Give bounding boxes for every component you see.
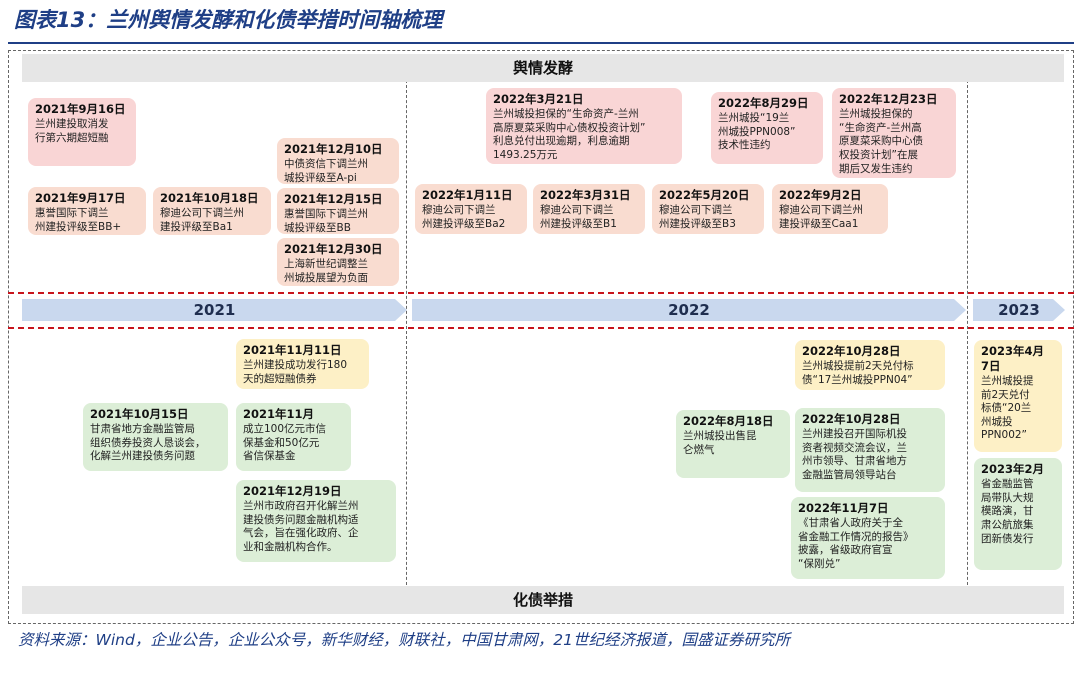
event-text: 省金融监管 局带队大规 模路演，甘 肃公航旅集 团新债发行 bbox=[981, 477, 1034, 545]
event-text: 《甘肃省人政府关于全 省金融工作情况的报告》 披露，省级政府官宣 “保刚兑” bbox=[798, 516, 914, 570]
event-card: 2021年12月30日 上海新世纪调整兰 州城投展望为负面 bbox=[277, 238, 399, 286]
event-date: 2021年10月15日 bbox=[90, 407, 189, 421]
event-text: 穆迪公司下调兰 州建投评级至B1 bbox=[540, 203, 617, 230]
event-card: 2021年11月 成立100亿元市信 保基金和50亿元 省信保基金 bbox=[236, 403, 351, 471]
event-date: 2022年11月7日 bbox=[798, 501, 889, 515]
event-card: 2022年12月23日 兰州城投担保的 “生命资产-兰州高 原夏菜采购中心债 权… bbox=[832, 88, 956, 178]
event-text: 兰州城投担保的“生命资产-兰州 高原夏菜采购中心债权投资计划” 利息兑付出现逾期… bbox=[493, 107, 646, 161]
event-text: 兰州城投提前2天兑付标 债“17兰州城投PPN04” bbox=[802, 359, 914, 386]
event-date: 2023年2月 bbox=[981, 462, 1045, 476]
event-date: 2021年12月30日 bbox=[284, 242, 383, 256]
event-date: 2022年5月20日 bbox=[659, 188, 750, 202]
source-note: 资料来源：Wind，企业公告，企业公众号，新华财经，财联社，中国甘肃网，21世纪… bbox=[18, 631, 791, 649]
event-card: 2022年9月2日 穆迪公司下调兰州 建投评级至Caa1 bbox=[772, 184, 888, 234]
year-arrow-2023: 2023 bbox=[973, 299, 1065, 321]
event-date: 2022年8月29日 bbox=[718, 96, 809, 110]
event-date: 2022年8月18日 bbox=[683, 414, 774, 428]
event-card: 2023年4月 7日 兰州城投提 前2天兑付 标债“20兰 州城投 PPN002… bbox=[974, 340, 1062, 452]
event-card: 2022年5月20日 穆迪公司下调兰 州建投评级至B3 bbox=[652, 184, 764, 234]
event-text: 穆迪公司下调兰 州建投评级至B3 bbox=[659, 203, 736, 230]
event-text: 成立100亿元市信 保基金和50亿元 省信保基金 bbox=[243, 422, 327, 463]
event-card: 2022年3月21日 兰州城投担保的“生命资产-兰州 高原夏菜采购中心债权投资计… bbox=[486, 88, 682, 164]
event-card: 2022年11月7日 《甘肃省人政府关于全 省金融工作情况的报告》 披露，省级政… bbox=[791, 497, 945, 579]
event-card: 2021年10月18日 穆迪公司下调兰州 建投评级至Ba1 bbox=[153, 187, 271, 235]
event-text: 穆迪公司下调兰州 建投评级至Ba1 bbox=[160, 206, 244, 233]
event-date: 2022年3月31日 bbox=[540, 188, 631, 202]
event-date: 2021年11月11日 bbox=[243, 343, 342, 357]
event-text: 穆迪公司下调兰 州建投评级至Ba2 bbox=[422, 203, 506, 230]
year-arrow-2022: 2022 bbox=[412, 299, 966, 321]
event-date: 2021年11月 bbox=[243, 407, 315, 421]
event-card: 2021年9月16日 兰州建投取消发 行第六期超短融 bbox=[28, 98, 136, 166]
event-card: 2022年10月28日 兰州城投提前2天兑付标 债“17兰州城投PPN04” bbox=[795, 340, 945, 390]
event-date: 2021年10月18日 bbox=[160, 191, 259, 205]
title-rule bbox=[8, 42, 1074, 44]
event-text: 上海新世纪调整兰 州城投展望为负面 bbox=[284, 257, 368, 284]
event-text: 兰州建投成功发行180 天的超短融债券 bbox=[243, 358, 348, 385]
event-card: 2021年12月19日 兰州市政府召开化解兰州 建投债务问题金融机构适 气会，旨… bbox=[236, 480, 396, 562]
event-text: 惠誉国际下调兰州 城投评级至BB bbox=[284, 207, 368, 234]
event-date: 2021年9月16日 bbox=[35, 102, 126, 116]
event-text: 穆迪公司下调兰州 建投评级至Caa1 bbox=[779, 203, 863, 230]
event-card: 2022年3月31日 穆迪公司下调兰 州建投评级至B1 bbox=[533, 184, 645, 234]
timeline-top-dash bbox=[8, 292, 1074, 294]
divider-2021-2022 bbox=[406, 80, 407, 600]
event-card: 2021年11月11日 兰州建投成功发行180 天的超短融债券 bbox=[236, 339, 369, 389]
event-date: 2022年10月28日 bbox=[802, 412, 901, 426]
event-date: 2022年10月28日 bbox=[802, 344, 901, 358]
event-card: 2022年10月28日 兰州建投召开国际机投 资者视频交流会议，兰 州市领导、甘… bbox=[795, 408, 945, 492]
event-date: 2021年12月15日 bbox=[284, 192, 383, 206]
event-card: 2022年8月18日 兰州城投出售昆 仑燃气 bbox=[676, 410, 790, 478]
event-text: 兰州城投出售昆 仑燃气 bbox=[683, 429, 757, 456]
event-date: 2021年12月10日 bbox=[284, 142, 383, 156]
event-date: 2021年9月17日 bbox=[35, 191, 126, 205]
timeline-bottom-dash bbox=[8, 327, 1074, 329]
event-date: 2023年4月 7日 bbox=[981, 344, 1045, 373]
event-card: 2023年2月 省金融监管 局带队大规 模路演，甘 肃公航旅集 团新债发行 bbox=[974, 458, 1062, 570]
event-date: 2022年3月21日 bbox=[493, 92, 584, 106]
event-card: 2021年12月15日 惠誉国际下调兰州 城投评级至BB bbox=[277, 188, 399, 234]
bottom-header: 化债举措 bbox=[22, 586, 1064, 614]
event-text: 甘肃省地方金融监管局 组织债券投资人恳谈会， 化解兰州建投债务问题 bbox=[90, 422, 206, 463]
event-text: 兰州城投担保的 “生命资产-兰州高 原夏菜采购中心债 权投资计划”在展 期后又发… bbox=[839, 107, 923, 175]
event-date: 2022年12月23日 bbox=[839, 92, 938, 106]
event-text: 兰州城投提 前2天兑付 标债“20兰 州城投 PPN002” bbox=[981, 374, 1034, 442]
event-card: 2022年1月11日 穆迪公司下调兰 州建投评级至Ba2 bbox=[415, 184, 527, 234]
event-date: 2022年1月11日 bbox=[422, 188, 513, 202]
event-card: 2021年9月17日 惠誉国际下调兰 州建投评级至BB+ bbox=[28, 187, 146, 235]
event-text: 兰州建投取消发 行第六期超短融 bbox=[35, 117, 109, 144]
divider-2022-2023 bbox=[967, 80, 968, 600]
event-text: 兰州建投召开国际机投 资者视频交流会议，兰 州市领导、甘肃省地方 金融监管局领导… bbox=[802, 427, 907, 481]
event-card: 2021年12月10日 中债资信下调兰州 城投评级至A-pi bbox=[277, 138, 399, 184]
event-date: 2022年9月2日 bbox=[779, 188, 862, 202]
top-header: 舆情发酵 bbox=[22, 54, 1064, 82]
timeline-frame bbox=[8, 50, 1074, 624]
year-arrow-2021: 2021 bbox=[22, 299, 407, 321]
figure-title: 图表13：兰州舆情发酵和化债举措时间轴梳理 bbox=[14, 8, 443, 32]
event-text: 中债资信下调兰州 城投评级至A-pi bbox=[284, 157, 368, 184]
event-card: 2021年10月15日 甘肃省地方金融监管局 组织债券投资人恳谈会， 化解兰州建… bbox=[83, 403, 228, 471]
event-card: 2022年8月29日 兰州城投“19兰 州城投PPN008” 技术性违约 bbox=[711, 92, 823, 164]
event-date: 2021年12月19日 bbox=[243, 484, 342, 498]
event-text: 惠誉国际下调兰 州建投评级至BB+ bbox=[35, 206, 122, 233]
event-text: 兰州城投“19兰 州城投PPN008” 技术性违约 bbox=[718, 111, 796, 152]
event-text: 兰州市政府召开化解兰州 建投债务问题金融机构适 气会，旨在强化政府、企 业和金融… bbox=[243, 499, 359, 553]
